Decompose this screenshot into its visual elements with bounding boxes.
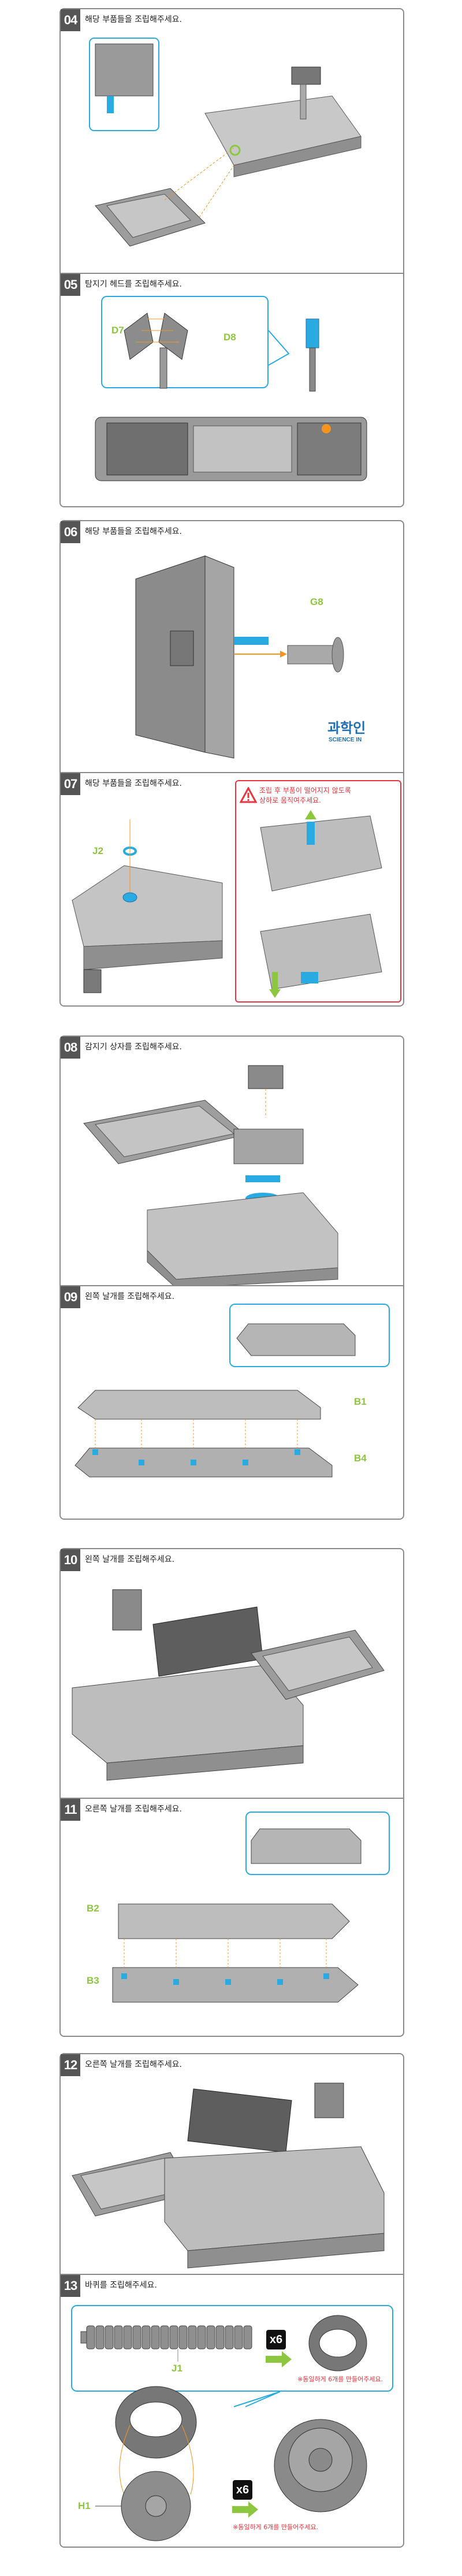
science-in-logo: 과학인 SCIENCE IN (327, 717, 366, 743)
step-08: 08 감지기 상자를 조립해주세요. (61, 1037, 403, 1285)
callout-box (245, 1812, 390, 1875)
step-number-badge: 08 (61, 1037, 80, 1059)
step-10: 10 왼쪽 날개를 조립해주세요. (61, 1549, 403, 1798)
step-04-illustration (89, 38, 362, 247)
step-title: 오른쪽 날개를 조립해주세요. (85, 2060, 182, 2069)
step-group-10-11: 10 왼쪽 날개를 조립해주세요. 11 오른쪽 날개를 조립해주세요. (59, 1548, 404, 2037)
green-arrow-icon (266, 2351, 292, 2367)
part-label-d7: D7 (111, 325, 124, 336)
step-04: 04 해당 부품들을 조립해주세요. (61, 9, 403, 273)
step-09: 09 왼쪽 날개를 조립해주세요. B1 B4 (61, 1285, 403, 1521)
part-label-d8: D8 (223, 332, 236, 343)
part-label-b1: B1 (354, 1396, 367, 1407)
step-10-illustration (72, 1589, 385, 1781)
step-06: 06 해당 부품들을 조립해주세요. G8 과학인 SCIENCE IN (61, 521, 403, 772)
step-title: 왼쪽 날개를 조립해주세요. (85, 1555, 175, 1564)
warning-line-2: 상하로 움직여주세요. (259, 796, 321, 804)
step-number-badge: 07 (61, 773, 80, 795)
warning-triangle-icon (240, 787, 257, 803)
step-group-12-13: 12 오른쪽 날개를 조립해주세요. 13 바퀴를 조립해주세요. (59, 2053, 404, 2548)
step-07: 07 해당 부품들을 조립해주세요. J2 조립 후 부품이 떨어지지 않도록 … (61, 772, 403, 1008)
step-number-badge: 13 (61, 2275, 80, 2297)
step-title: 해당 부품들을 조립해주세요. (85, 15, 182, 24)
callout-box (229, 1304, 390, 1367)
step-title: 감지기 상자를 조립해주세요. (85, 1042, 182, 1052)
step-number-badge: 06 (61, 521, 80, 543)
logo-name: 과학인 (327, 720, 366, 736)
logo-subtitle: SCIENCE IN (329, 737, 362, 743)
step-09-illustration (74, 1323, 356, 1478)
step-07-illustration (72, 819, 223, 993)
step-08-illustration (83, 1065, 338, 1285)
part-label-j2: J2 (92, 845, 103, 856)
track-strip (80, 2325, 252, 2349)
warning-illustration (260, 810, 382, 998)
step-11-illustration (112, 1828, 362, 2003)
part-label-b3: B3 (87, 1975, 99, 1986)
part-label-g8: G8 (310, 596, 323, 607)
step-group-06-07: 06 해당 부품들을 조립해주세요. G8 과학인 SCIENCE IN 07 … (59, 520, 404, 1007)
step-title: 오른쪽 날개를 조립해주세요. (85, 1805, 182, 1814)
step-05-illustration (95, 313, 367, 481)
step-group-08-09: 08 감지기 상자를 조립해주세요. 09 왼쪽 날개를 조립해주세요. (59, 1035, 404, 1520)
step-number-badge: 05 (61, 274, 80, 296)
green-arrow-icon (232, 2501, 258, 2518)
part-label-b4: B4 (354, 1453, 367, 1464)
step-number-badge: 04 (61, 9, 80, 31)
callout-box (71, 2305, 393, 2392)
step-12: 12 오른쪽 날개를 조립해주세요. (61, 2054, 403, 2274)
quantity-badge: x6 (233, 2480, 252, 2500)
step-13: 13 바퀴를 조립해주세요. (61, 2274, 403, 2549)
step-13-illustration (80, 2315, 367, 2541)
instruction-note: ※동일하게 6개를 만들어주세요. (297, 2375, 383, 2383)
step-number-badge: 12 (61, 2054, 80, 2076)
warning-box: 조립 후 부품이 떨어지지 않도록 상하로 움직여주세요. (235, 780, 401, 1003)
step-title: 바퀴를 조립해주세요. (85, 2281, 157, 2290)
step-06-illustration (135, 555, 344, 759)
step-title: 해당 부품들을 조립해주세요. (85, 779, 182, 788)
warning-text: 조립 후 부품이 떨어지지 않도록 상하로 움직여주세요. (259, 786, 351, 806)
step-12-illustration (72, 2083, 385, 2269)
step-title: 왼쪽 날개를 조립해주세요. (85, 1292, 175, 1301)
part-label-b2: B2 (87, 1903, 99, 1914)
part-label-j1: J1 (172, 2363, 182, 2374)
step-11: 11 오른쪽 날개를 조립해주세요. B2 B3 (61, 1798, 403, 2038)
step-title: 해당 부품들을 조립해주세요. (85, 527, 182, 536)
step-number-badge: 11 (61, 1799, 80, 1821)
warning-line-1: 조립 후 부품이 떨어지지 않도록 (259, 786, 351, 795)
callout-box (101, 296, 269, 388)
quantity-badge: x6 (266, 2330, 286, 2349)
step-05: 05 탐지기 헤드를 조립해주세요. D7 D8 (61, 273, 403, 508)
instruction-note: ※동일하게 6개를 만들어주세요. (233, 2523, 319, 2531)
step-number-badge: 10 (61, 1549, 80, 1571)
step-number-badge: 09 (61, 1286, 80, 1308)
part-label-h1: H1 (78, 2500, 91, 2511)
step-title: 탐지기 헤드를 조립해주세요. (85, 280, 182, 289)
step-group-04-05: 04 해당 부품들을 조립해주세요. 05 탐지기 헤드를 조립해주세요. (59, 8, 404, 507)
